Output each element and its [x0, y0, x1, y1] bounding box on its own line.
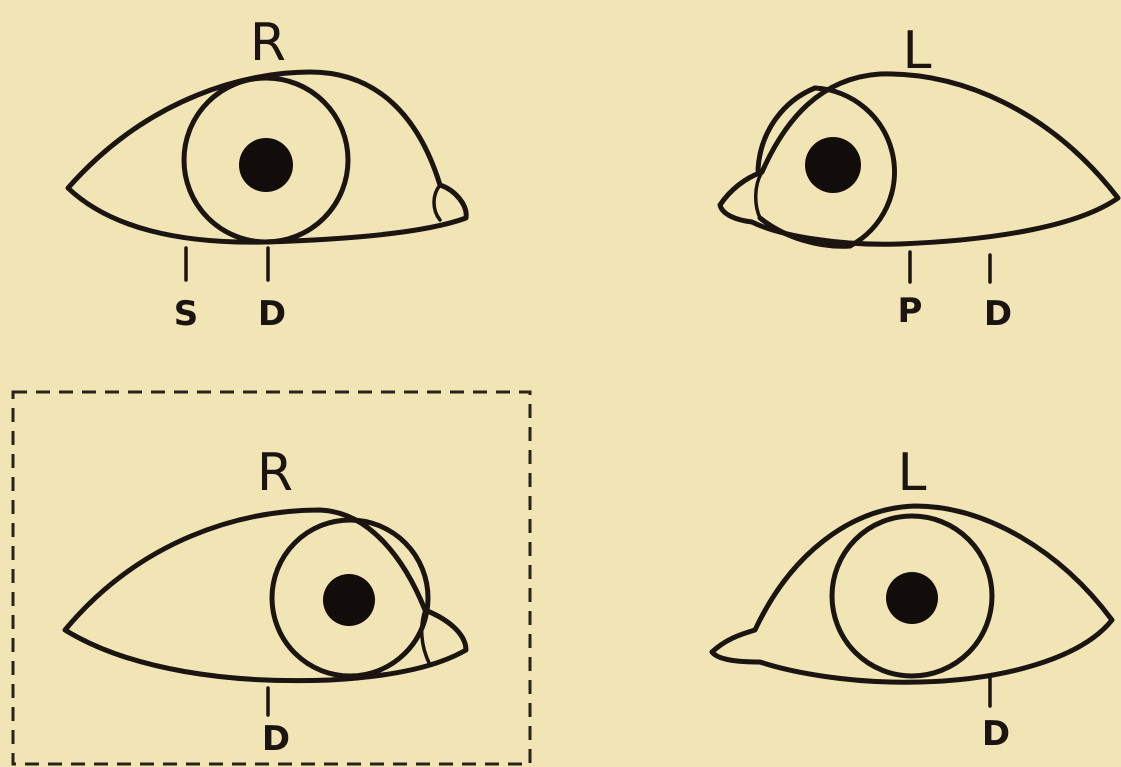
marker-label-d: D	[258, 294, 286, 334]
panel-bottom-right: L D	[712, 443, 1112, 754]
marker-label-d: D	[982, 714, 1010, 754]
panel-bottom-left: R D	[13, 392, 530, 764]
eyelid-outline	[720, 74, 1118, 244]
pupil	[886, 572, 938, 624]
pupil	[239, 138, 293, 192]
caruncle-line	[756, 172, 762, 218]
label-right-eye: R	[250, 13, 286, 73]
label-left-eye: L	[903, 21, 932, 81]
label-right-eye: R	[257, 443, 293, 503]
panel-top-right: L P D	[720, 21, 1118, 334]
marker-label-s: S	[174, 294, 199, 334]
caruncle-line	[434, 185, 440, 220]
marker-label-d: D	[262, 719, 290, 759]
label-left-eye: L	[898, 443, 927, 503]
marker-label-d: D	[984, 294, 1012, 334]
pupil	[323, 574, 375, 626]
pupil	[805, 137, 861, 193]
marker-label-p: P	[898, 291, 923, 331]
panel-top-left: R S D	[68, 13, 466, 334]
